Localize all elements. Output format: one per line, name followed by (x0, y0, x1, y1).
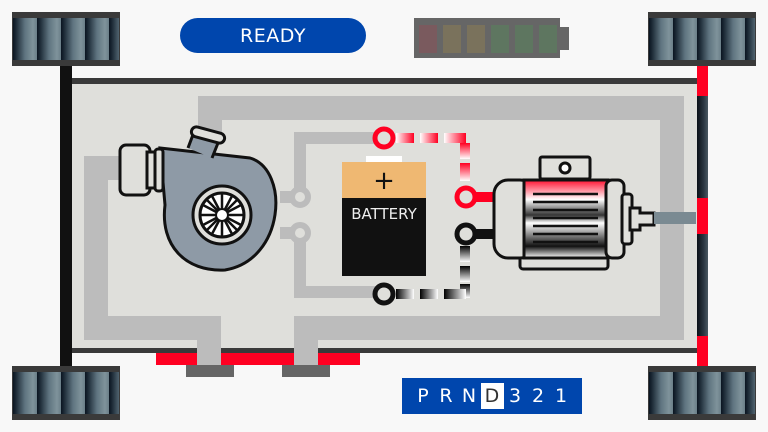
left-axle (60, 66, 72, 366)
battery-level-gauge (414, 18, 569, 58)
status-label: READY (240, 24, 306, 47)
positive-current-flow (372, 126, 496, 209)
battery-label: BATTERY (351, 205, 417, 223)
rear-mount-right (282, 365, 330, 377)
right-axle-active-bottom (697, 336, 708, 366)
rear-active-bar (156, 353, 360, 365)
battery-cell (539, 25, 557, 53)
battery-cell (443, 25, 461, 53)
gear-option-3[interactable]: 3 (508, 385, 522, 407)
engine-terminal-2 (289, 222, 311, 244)
negative-current-flow (372, 222, 496, 306)
wheel-front-left (12, 12, 120, 66)
battery-cells (419, 25, 559, 53)
battery-positive-cap (342, 162, 426, 198)
electric-motor-icon (492, 155, 656, 271)
right-axle-active-mid (694, 198, 708, 234)
turbocharger-icon (118, 125, 278, 272)
gear-option-d[interactable]: D (480, 383, 504, 409)
gear-option-2[interactable]: 2 (531, 385, 545, 407)
battery-plus-sign: + (373, 166, 395, 196)
battery-cell (515, 25, 533, 53)
status-ready-badge: READY (180, 18, 366, 53)
right-axle-active-top (697, 66, 708, 96)
battery-cell (419, 25, 437, 53)
wheel-rear-left (12, 366, 120, 420)
rear-mount-left (186, 365, 234, 377)
battery-cell (467, 25, 485, 53)
wheel-front-right (648, 12, 756, 66)
gear-option-r[interactable]: R (439, 385, 453, 407)
wheel-rear-right (648, 366, 756, 420)
gear-option-1[interactable]: 1 (554, 385, 568, 407)
gear-option-n[interactable]: N (461, 385, 477, 407)
motor-shaft (654, 212, 696, 224)
engine-terminal-1 (289, 186, 311, 208)
gear-option-p[interactable]: P (417, 385, 429, 407)
battery-gauge-cap (560, 27, 569, 50)
battery-icon: + BATTERY (342, 156, 426, 276)
battery-body (342, 198, 426, 276)
battery-cell (491, 25, 509, 53)
